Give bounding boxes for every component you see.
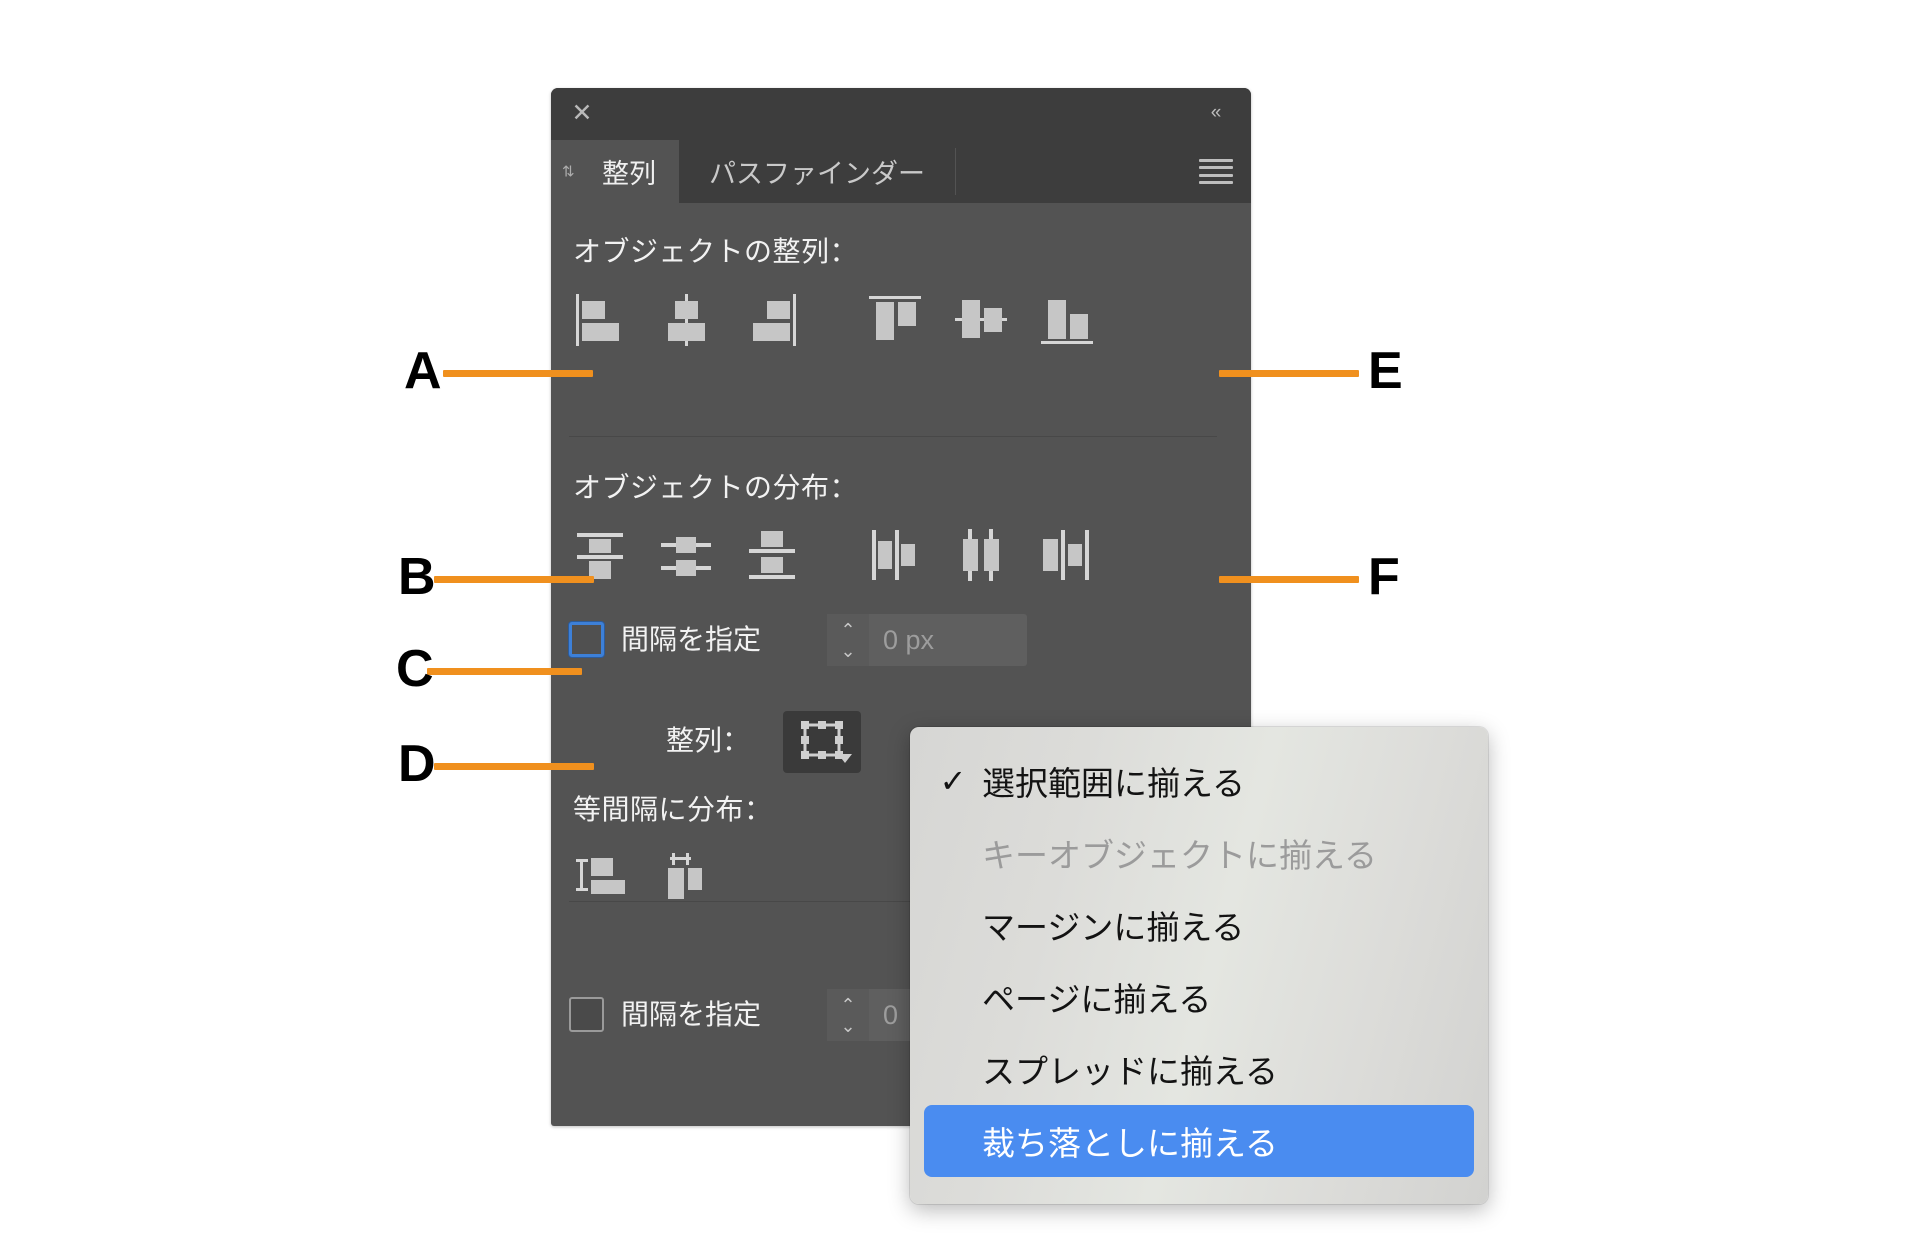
chevron-up-icon: ⌃ (840, 619, 856, 640)
panel-menu-hamburger-icon[interactable] (1199, 158, 1233, 185)
distribute-horizontal-space-button[interactable] (649, 843, 723, 911)
callout-line-b (434, 576, 594, 583)
tabbar-divider (955, 148, 956, 195)
menu-item-label: 選択範囲に揃える (982, 765, 1246, 802)
chevron-up-icon: ⌃ (840, 994, 856, 1015)
distribute-vertical-space-button[interactable] (563, 843, 637, 911)
align-to-selection-button[interactable] (783, 711, 861, 773)
tab-align[interactable]: ⇅ 整列 (551, 140, 679, 203)
check-icon: ✓ (939, 763, 967, 799)
distribute-vertical-centers-button[interactable] (649, 521, 723, 589)
distribute-bottom-edges-button[interactable] (735, 521, 809, 589)
callout-line-c (427, 668, 582, 675)
align-left-edges-button[interactable] (563, 286, 637, 354)
align-to-row: 整列： (551, 711, 1251, 773)
menu-item-label: マージンに揃える (982, 909, 1245, 946)
tab-updown-arrows-icon: ⇅ (562, 163, 575, 180)
section-divider-2 (569, 901, 1217, 902)
tab-pathfinder-label: パスファインダー (709, 159, 925, 189)
distribute-objects-title: オブジェクトの分布： (573, 472, 859, 503)
callout-line-f (1219, 576, 1359, 583)
panel-titlebar: ✕ « (551, 88, 1251, 140)
align-buttons-row (551, 286, 1251, 356)
callout-letter-d: D (398, 735, 436, 793)
align-panel: ✕ « ⇅ 整列 パスファインダー オブジェクトの整列： (551, 88, 1251, 1126)
align-objects-title: オブジェクトの整列： (573, 236, 859, 267)
spacing-value-1: 0 px (883, 624, 935, 655)
tab-pathfinder[interactable]: パスファインダー (679, 140, 955, 203)
distribute-buttons-row (551, 521, 1251, 591)
callout-letter-a: A (404, 342, 442, 400)
menu-item-label: ページに揃える (982, 981, 1212, 1018)
distribute-right-edges-button[interactable] (1029, 521, 1103, 589)
callout-letter-f: F (1368, 548, 1400, 606)
chevron-down-icon: ⌄ (840, 640, 856, 661)
spacing-value-2: 0 (883, 999, 899, 1030)
menu-item-align-to-key-object: キーオブジェクトに揃える (924, 817, 1474, 889)
spacing-checkbox-2-label: 間隔を指定 (621, 999, 762, 1030)
menu-item-align-to-selection[interactable]: ✓ 選択範囲に揃える (924, 745, 1474, 817)
collapse-double-chevron-icon[interactable]: « (1210, 102, 1222, 123)
distribute-spacing-title: 等間隔に分布： (573, 794, 773, 825)
spacing-value-field-1[interactable]: ⌃ ⌄ 0 px (827, 614, 1027, 666)
distribute-left-edges-button[interactable] (857, 521, 931, 589)
menu-item-label: スプレッドに揃える (982, 1053, 1279, 1090)
distribute-horizontal-centers-button[interactable] (943, 521, 1017, 589)
align-top-edges-button[interactable] (857, 286, 931, 354)
align-horizontal-centers-button[interactable] (649, 286, 723, 354)
spacing-stepper-2[interactable]: ⌃ ⌄ (827, 989, 869, 1041)
align-vertical-centers-button[interactable] (943, 286, 1017, 354)
menu-item-label: キーオブジェクトに揃える (982, 837, 1378, 874)
spacing-row-1: 間隔を指定 ⌃ ⌄ 0 px (551, 614, 1251, 678)
distribute-top-edges-button[interactable] (563, 521, 637, 589)
spacing-checkbox-2[interactable] (569, 997, 604, 1032)
align-bottom-edges-button[interactable] (1029, 286, 1103, 354)
align-to-label: 整列： (666, 725, 751, 756)
callout-line-e (1219, 370, 1359, 377)
spacing-buttons-row (551, 843, 1251, 913)
align-right-edges-button[interactable] (735, 286, 809, 354)
callout-letter-b: B (398, 548, 436, 606)
menu-item-align-to-spread[interactable]: スプレッドに揃える (924, 1033, 1474, 1105)
menu-item-align-to-bleed[interactable]: 裁ち落としに揃える (924, 1105, 1474, 1177)
spacing-stepper-1[interactable]: ⌃ ⌄ (827, 614, 869, 666)
panel-body: オブジェクトの整列： (551, 203, 1251, 1126)
tab-align-label: 整列 (602, 159, 656, 189)
chevron-down-icon (838, 754, 852, 763)
callout-letter-c: C (396, 640, 434, 698)
callout-letter-e: E (1368, 342, 1403, 400)
close-x-icon[interactable]: ✕ (571, 99, 593, 127)
menu-item-align-to-margin[interactable]: マージンに揃える (924, 889, 1474, 961)
callout-line-d (434, 763, 594, 770)
section-divider-1 (569, 436, 1217, 437)
chevron-down-icon: ⌄ (840, 1015, 856, 1036)
callout-line-a (443, 370, 593, 377)
menu-item-label: 裁ち落としに揃える (982, 1125, 1279, 1162)
panel-tabbar: ⇅ 整列 パスファインダー (551, 140, 1251, 203)
spacing-checkbox-1[interactable] (569, 622, 604, 657)
align-to-dropdown-menu: ✓ 選択範囲に揃える キーオブジェクトに揃える マージンに揃える ページに揃える… (910, 727, 1488, 1204)
spacing-checkbox-1-label: 間隔を指定 (621, 624, 762, 655)
menu-item-align-to-page[interactable]: ページに揃える (924, 961, 1474, 1033)
